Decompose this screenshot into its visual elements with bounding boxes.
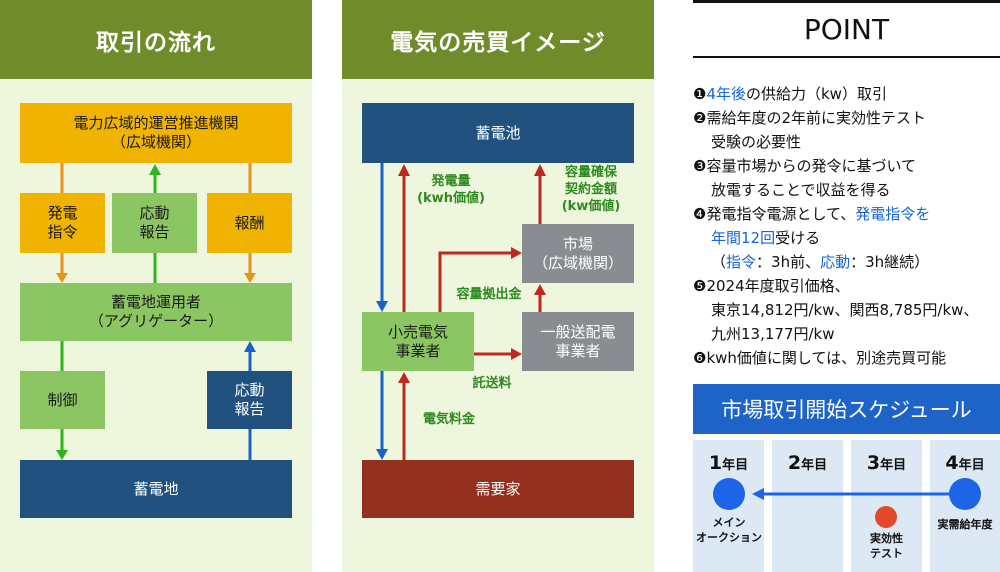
point-line: 九州13,177円/kw (693, 322, 1000, 346)
wheeling-fee-label: 託送料 (472, 376, 512, 391)
point-marker: ❷ (693, 109, 707, 127)
market-box: 市場 （広域機関） (522, 224, 634, 283)
point-text: （ (711, 253, 727, 271)
point-line: ❺2024年度取引価格、 (693, 274, 1000, 298)
point-text: 九州13,177円/kw (711, 325, 835, 343)
point-line: ❸容量市場からの発令に基づいて (693, 154, 1000, 178)
generation-amount-label: 発電量 (kwh価値) (417, 174, 485, 206)
point-text: ：3h前、 (756, 253, 821, 271)
point-marker: ❻ (693, 349, 707, 367)
schedule-column-3 (851, 440, 922, 572)
flow-panel-title: 取引の流れ (0, 0, 312, 79)
point-text: 2024年度取引価格、 (706, 277, 850, 295)
point-text: 発電指令電源として、 (706, 205, 856, 223)
point-line: ❶4年後の供給力（kw）取引 (693, 82, 1000, 106)
point-line: ❷需給年度の2年前に実効性テスト (693, 106, 1000, 130)
point-marker: ❶ (693, 85, 707, 103)
response-report-box: 応動 報告 (112, 193, 197, 253)
point-line: 東京14,812円/kw、関西8,785円/kw、 (693, 298, 1000, 322)
point-text: kwh価値に関しては、別途売買可能 (706, 349, 947, 367)
point-highlight: 年間12回 (711, 229, 776, 247)
retailer-box: 小売電気 事業者 (362, 312, 474, 371)
year-4-label: 4年目 (945, 452, 985, 474)
main-auction-label: メイン オークション (696, 516, 762, 544)
delivery-year-dot (949, 478, 981, 510)
occto-box: 電力広域的運営推進機関 （広域機関） (20, 103, 292, 163)
point-marker: ❹ (693, 205, 707, 223)
year-1-label: 1年目 (708, 452, 749, 474)
point-text: の供給力（kw）取引 (746, 85, 887, 103)
point-text: 容量市場からの発令に基づいて (706, 157, 917, 175)
electricity-fee-label: 電気料金 (422, 412, 475, 427)
point-line: ❻kwh価値に関しては、別途売買可能 (693, 346, 1000, 370)
point-marker: ❸ (693, 157, 707, 175)
schedule-column-2 (772, 440, 843, 572)
point-text: 受験の必要性 (711, 133, 802, 151)
year-3-label: 3年目 (866, 452, 907, 474)
point-text: ：3h継続） (850, 253, 930, 271)
point-highlight: 4年後 (706, 85, 746, 103)
point-text: 東京14,812円/kw、関西8,785円/kw、 (711, 301, 979, 319)
point-text: 需給年度の2年前に実効性テスト (706, 109, 926, 127)
storage-battery-box: 蓄電池 (362, 103, 634, 163)
point-highlight: 発電指令を (855, 205, 931, 223)
point-line: 放電することで収益を得る (693, 178, 1000, 202)
point-line: 年間12回受ける (693, 226, 1000, 250)
point-line: ❹発電指令電源として、発電指令を (693, 202, 1000, 226)
point-line: （指令：3h前、応動：3h継続） (693, 250, 1000, 274)
point-line: 受験の必要性 (693, 130, 1000, 154)
point-title: POINT (693, 0, 1000, 58)
generation-command-box: 発電 指令 (20, 193, 105, 253)
trade-panel-title: 電気の売買イメージ (342, 0, 654, 79)
point-text: 受ける (775, 229, 821, 247)
capacity-contribution-label: 容量拠出金 (456, 287, 522, 302)
consumer-box: 需要家 (362, 460, 634, 518)
aggregator-box: 蓄電地運用者 （アグリゲーター） (20, 283, 292, 341)
battery-box: 蓄電地 (20, 460, 292, 518)
response-report-box-2: 応動 報告 (207, 371, 292, 429)
main-auction-dot (713, 478, 745, 510)
point-marker: ❺ (693, 277, 707, 295)
point-highlight: 指令 (726, 253, 757, 271)
flow-arrows (56, 163, 256, 460)
point-text: 放電することで収益を得る (711, 181, 891, 199)
transmission-operator-box: 一般送配電 事業者 (522, 312, 634, 371)
reward-box: 報酬 (207, 193, 292, 253)
control-box: 制御 (20, 371, 105, 429)
delivery-year-label: 実需給年度 (937, 518, 993, 531)
schedule-title: 市場取引開始スケジュール (693, 384, 1000, 434)
capacity-contract-label: 容量確保 契約金額 (kw価値) (561, 165, 621, 214)
effectiveness-test-label: 実効性 テスト (870, 532, 903, 560)
point-highlight: 応動 (820, 253, 851, 271)
effectiveness-test-dot (875, 506, 897, 528)
year-2-label: 2年目 (787, 452, 828, 474)
